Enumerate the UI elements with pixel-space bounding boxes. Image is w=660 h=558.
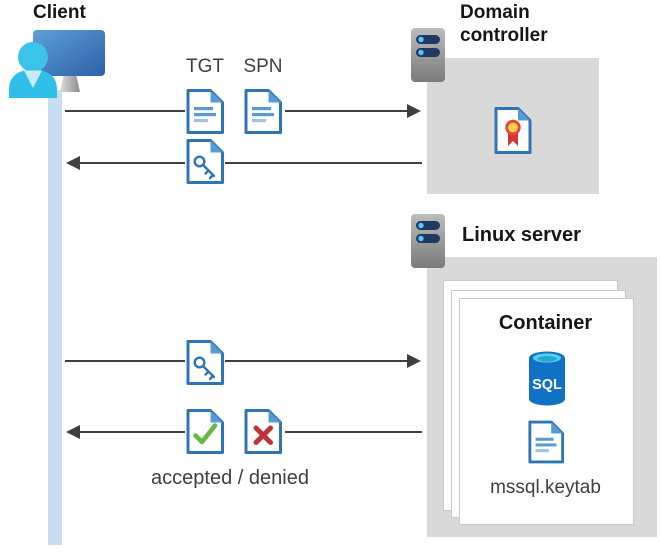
accepted-denied-label: accepted / denied <box>151 467 309 489</box>
sql-badge-text: SQL <box>532 377 562 393</box>
person-collar <box>24 70 42 88</box>
server-icon <box>411 214 445 268</box>
arrow-request-line-left <box>65 110 185 112</box>
linux-server-label: Linux server <box>462 224 581 246</box>
keytab-file-icon <box>528 420 565 464</box>
monitor-screen <box>33 30 105 76</box>
key-ticket-icon <box>186 139 224 184</box>
spn-label: SPN <box>243 56 283 77</box>
monitor-stand <box>60 74 80 92</box>
arrow-request-line-right <box>285 110 408 112</box>
arrow-result-line-left <box>79 431 185 433</box>
arrow-ticket-head-icon <box>66 156 80 170</box>
client-lifeline <box>48 90 62 545</box>
certificate-icon <box>494 107 532 154</box>
container-label: Container <box>498 312 593 334</box>
arrow-present-ticket-line-right <box>225 360 408 362</box>
spn-document-icon <box>244 89 282 134</box>
client-icon <box>9 30 105 98</box>
tgt-document-icon <box>186 89 224 134</box>
keytab-file-label: mssql.keytab <box>490 477 601 498</box>
domain-controller-label: Domain controller <box>460 2 548 46</box>
arrow-ticket-line-left <box>79 162 185 164</box>
key-ticket-icon <box>186 340 224 385</box>
container-card-front <box>459 298 634 525</box>
arrow-request-head-icon <box>407 104 421 118</box>
denied-document-icon <box>244 409 282 454</box>
arrow-present-ticket-head-icon <box>407 354 421 368</box>
arrow-result-head-icon <box>66 425 80 439</box>
person-head <box>18 42 48 72</box>
arrow-result-line-right <box>285 431 422 433</box>
server-icon <box>411 28 445 82</box>
accepted-document-icon <box>186 409 224 454</box>
tgt-label: TGT <box>186 56 224 77</box>
arrow-ticket-line-right <box>225 162 422 164</box>
client-label: Client <box>33 2 86 23</box>
sql-database-icon: SQL <box>529 351 565 406</box>
arrow-present-ticket-line-left <box>65 360 185 362</box>
